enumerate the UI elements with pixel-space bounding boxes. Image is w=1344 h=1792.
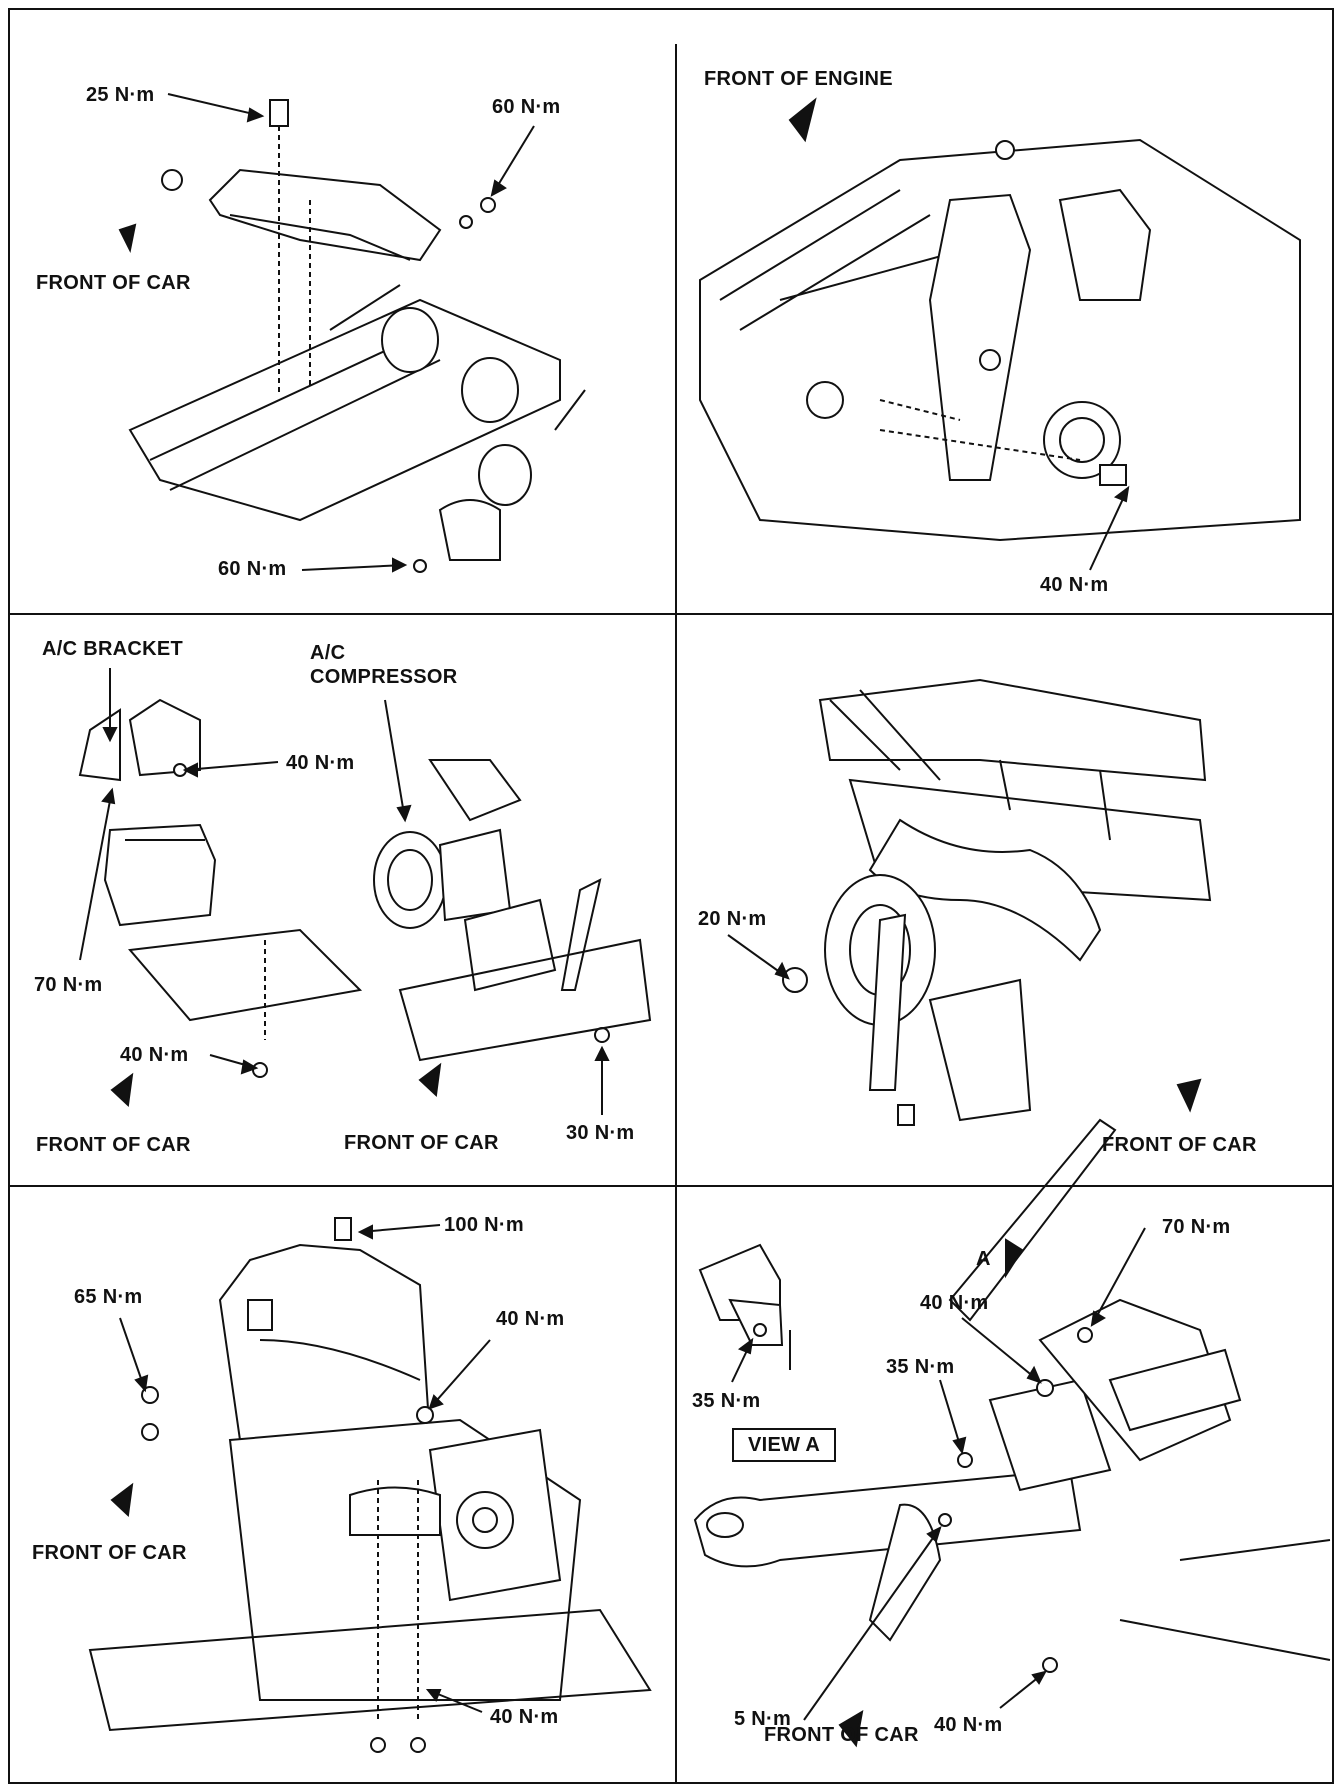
torque-label-60-upper: 60 N·m <box>492 96 561 118</box>
torque-label-70-p6: 70 N·m <box>1162 1216 1231 1238</box>
panel-2-engine-bracket-drawing <box>699 97 1301 542</box>
front-of-car-label-p3-left: FRONT OF CAR <box>36 1134 191 1156</box>
torque-label-25: 25 N·m <box>86 84 155 106</box>
torque-label-70-p3: 70 N·m <box>34 974 103 996</box>
torque-label-60-lower: 60 N·m <box>218 558 287 580</box>
torque-label-30: 30 N·m <box>566 1122 635 1144</box>
torque-label-20: 20 N·m <box>698 908 767 930</box>
panel-3-ac-compressor-drawing <box>78 698 652 1108</box>
ac-bracket-label: A/C BRACKET <box>42 638 184 660</box>
front-of-car-label-p6: FRONT OF CAR <box>764 1724 919 1746</box>
front-of-car-label-p1: FRONT OF CAR <box>36 272 191 294</box>
panel-1-strut-mount-drawing <box>118 99 586 573</box>
torque-label-100: 100 N·m <box>444 1214 524 1236</box>
panel-4-mount-bracket-drawing <box>782 678 1212 1126</box>
torque-label-5: 5 N·m <box>734 1708 792 1730</box>
torque-label-40-p2: 40 N·m <box>1040 574 1109 596</box>
torque-label-40-p5b: 40 N·m <box>490 1706 559 1728</box>
torque-label-40-p3a: 40 N·m <box>286 752 355 774</box>
view-a-box-label: VIEW A <box>732 1428 837 1462</box>
leader-lines <box>79 93 1146 1721</box>
ac-compressor-label-line2: COMPRESSOR <box>310 666 458 688</box>
torque-label-35-p6b: 35 N·m <box>692 1390 761 1412</box>
front-of-car-label-p5: FRONT OF CAR <box>32 1542 187 1564</box>
view-a-arrow-label: A <box>976 1248 991 1270</box>
torque-label-35-p6a: 35 N·m <box>886 1356 955 1378</box>
torque-label-40-p5a: 40 N·m <box>496 1308 565 1330</box>
panel-5-transaxle-mount-drawing <box>88 1217 652 1753</box>
torque-label-40-p3b: 40 N·m <box>120 1044 189 1066</box>
diagram-frame <box>8 8 1334 1784</box>
torque-label-65: 65 N·m <box>74 1286 143 1308</box>
panel-6-lower-mount-drawing <box>693 1118 1331 1748</box>
front-of-car-label-p3-right: FRONT OF CAR <box>344 1132 499 1154</box>
ac-compressor-label-line1: A/C <box>310 642 346 664</box>
front-of-engine-label: FRONT OF ENGINE <box>704 68 893 90</box>
torque-label-40-p6a: 40 N·m <box>920 1292 989 1314</box>
front-of-car-label-p4: FRONT OF CAR <box>1102 1134 1257 1156</box>
torque-label-40-p6b: 40 N·m <box>934 1714 1003 1736</box>
